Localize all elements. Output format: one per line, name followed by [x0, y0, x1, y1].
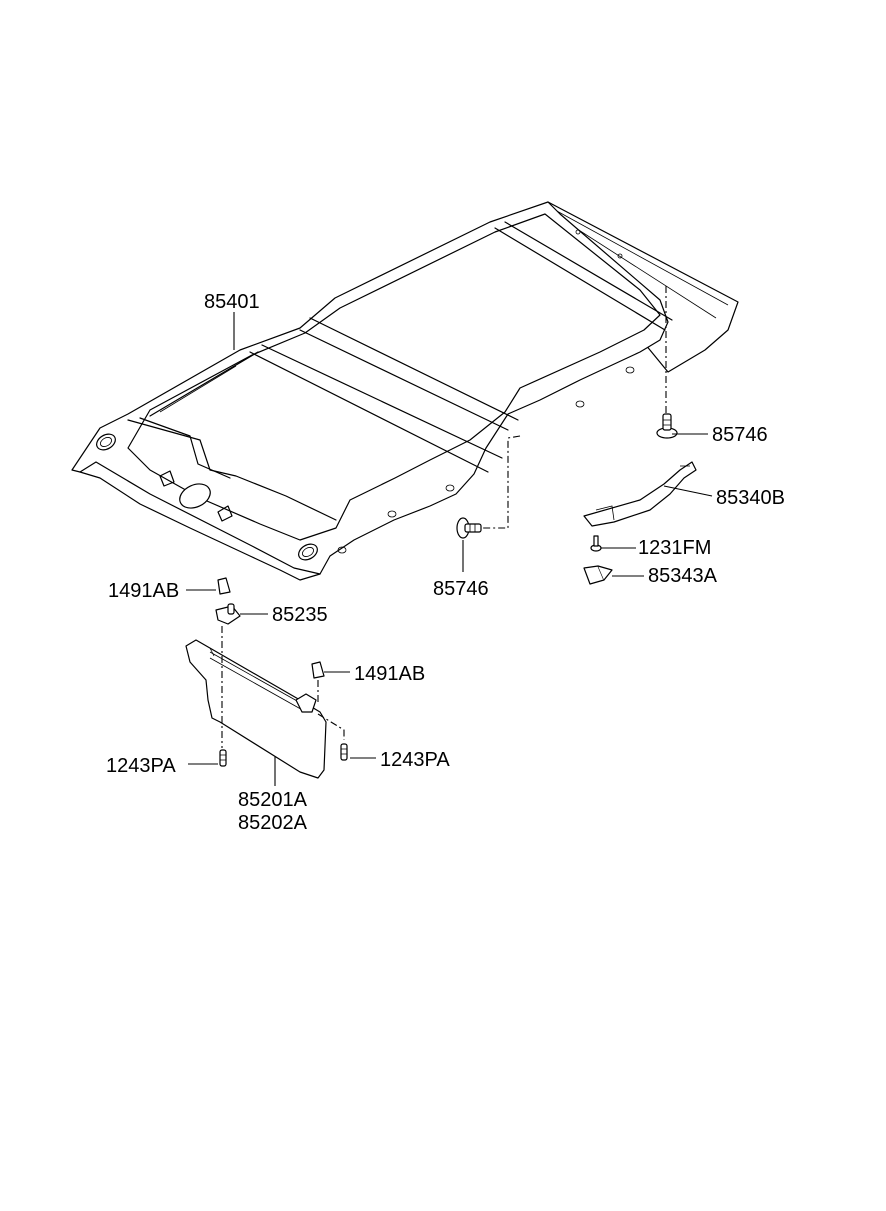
label-85343a: 85343A [648, 565, 718, 587]
label-85746-top: 85746 [712, 424, 768, 446]
label-1243pa-right: 1243PA [380, 749, 450, 771]
label-85201a: 85201A [238, 789, 308, 811]
label-1491ab-right: 1491AB [354, 663, 425, 685]
headlining-panel [71, 201, 739, 581]
handle-cover [583, 565, 613, 585]
assist-handle [583, 461, 697, 527]
label-1491ab-left: 1491AB [108, 580, 179, 602]
label-85401: 85401 [204, 291, 260, 313]
label-85340b: 85340B [716, 487, 785, 509]
clip-1491ab-left [217, 577, 231, 595]
clip-85746-bottom [456, 435, 521, 539]
visor-retainer-85235 [215, 603, 241, 748]
clip-1491ab-right [311, 661, 325, 704]
leader-lines [186, 312, 713, 786]
screw-1243pa-left [219, 749, 227, 767]
screw-1231fm [590, 535, 602, 552]
label-1231fm: 1231FM [638, 537, 711, 559]
clip-85746-top [656, 286, 678, 439]
label-85746-bottom: 85746 [433, 578, 489, 600]
sun-visor [185, 639, 327, 779]
label-1243pa-left: 1243PA [106, 755, 176, 777]
label-85235: 85235 [272, 604, 328, 626]
screw-1243pa-right [317, 713, 348, 761]
label-85202a: 85202A [238, 812, 308, 834]
